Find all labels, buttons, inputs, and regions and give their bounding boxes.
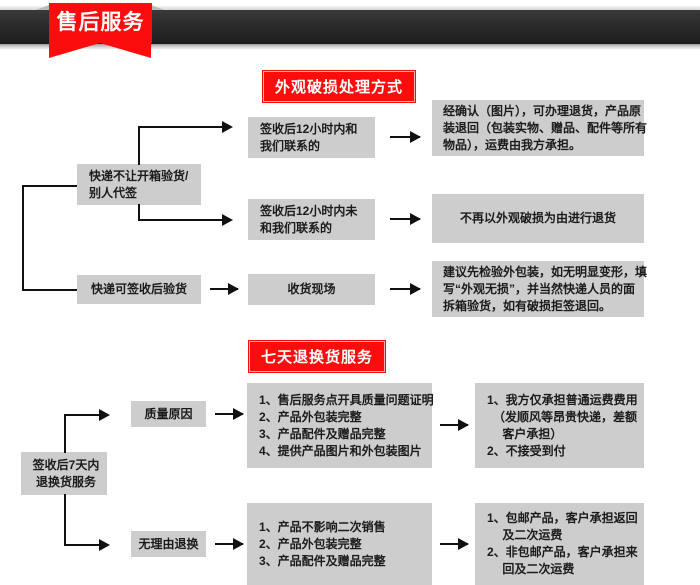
s2-split-down-arrowhead-icon <box>99 539 110 551</box>
banner-top-highlight <box>0 6 700 10</box>
s1-split-up-arm <box>138 126 224 128</box>
s2-split-up-arm <box>64 414 101 416</box>
s1-right-node-2: 不再以外观破损为由进行退货 <box>432 194 644 243</box>
s2-arrow-mid1-to-detail1-icon <box>215 408 244 420</box>
s2-detail-node-2: 1、产品不影响二次销售 2、产品外包装完整 3、产品配件及赠品完整 <box>247 503 432 585</box>
s2-split-down-arm <box>64 544 101 546</box>
s1-middle-node-2: 签收后12小时内未 和我们联系的 <box>248 199 375 240</box>
s1-root-spine <box>22 185 24 291</box>
s1-arrow-left2-to-mid3-icon <box>210 283 239 295</box>
s1-right-node-3: 建议先检验外包装，如无明显变形，填 写“外观无损”，并当然快递人员的面 拆箱验货… <box>432 261 647 317</box>
s2-middle-node-1: 质量原因 <box>131 401 206 427</box>
s2-split-down-spine <box>64 494 66 546</box>
s2-split-up-spine <box>64 414 66 453</box>
s2-detail-node-1: 1、售后服务点开具质量问题证明 2、产品外包装完整 3、产品配件及赠品完整 4、… <box>247 383 434 468</box>
s1-split-up-spine <box>138 126 140 165</box>
s2-arrow-mid2-to-detail2-icon <box>215 538 244 550</box>
banner-wing-left-icon <box>30 4 52 12</box>
s1-right-node-1: 经确认（图片），可办理退货，产品原 装退回（包装实物、赠品、配件等所有 物品），… <box>432 100 647 156</box>
s1-split-down-arm <box>138 219 224 221</box>
s1-arrow-mid3-to-right3-icon <box>390 283 421 295</box>
s1-middle-node-3: 收货现场 <box>248 274 375 305</box>
s2-split-up-arrowhead-icon <box>99 409 110 421</box>
s1-root-branch-bottom <box>22 289 77 291</box>
s2-root-node: 签收后7天内 退换货服务 <box>21 452 107 495</box>
s1-split-up-arrowhead-icon <box>222 121 233 133</box>
s2-arrow-detail2-to-right2-icon <box>440 538 469 550</box>
banner-title: 售后服务 <box>49 3 152 43</box>
s2-middle-node-2: 无理由退换 <box>131 531 206 557</box>
s1-split-down-spine <box>138 204 140 221</box>
s1-left-node-2: 快递可签收后验货 <box>77 275 201 304</box>
section-title-appearance-damage: 外观破损处理方式 <box>262 70 417 103</box>
s1-root-branch-top <box>22 185 77 187</box>
s1-split-down-arrowhead-icon <box>222 214 233 226</box>
s2-right-node-1: 1、我方仅承担普通运费费用 （发顺风等昂贵快递，差额 客户承担） 2、不接受到付 <box>475 383 644 468</box>
s1-arrow-mid1-to-right1-icon <box>390 131 421 143</box>
banner-ribbon-tail-icon <box>49 43 151 58</box>
s1-left-node-1: 快递不让开箱验货/ 别人代签 <box>77 164 201 205</box>
s2-arrow-detail1-to-right1-icon <box>440 419 469 431</box>
section-title-seven-day-return: 七天退换货服务 <box>248 340 387 373</box>
banner-wing-right-icon <box>148 4 170 12</box>
s1-arrow-mid2-to-right2-icon <box>390 213 421 225</box>
s2-right-node-2: 1、包邮产品，客户承担返回 及二次运费 2、非包邮产品，客户承担来 回及二次运费 <box>475 503 644 585</box>
s1-middle-node-1: 签收后12小时内和 我们联系的 <box>248 117 375 158</box>
page-banner: 售后服务 <box>0 0 700 58</box>
